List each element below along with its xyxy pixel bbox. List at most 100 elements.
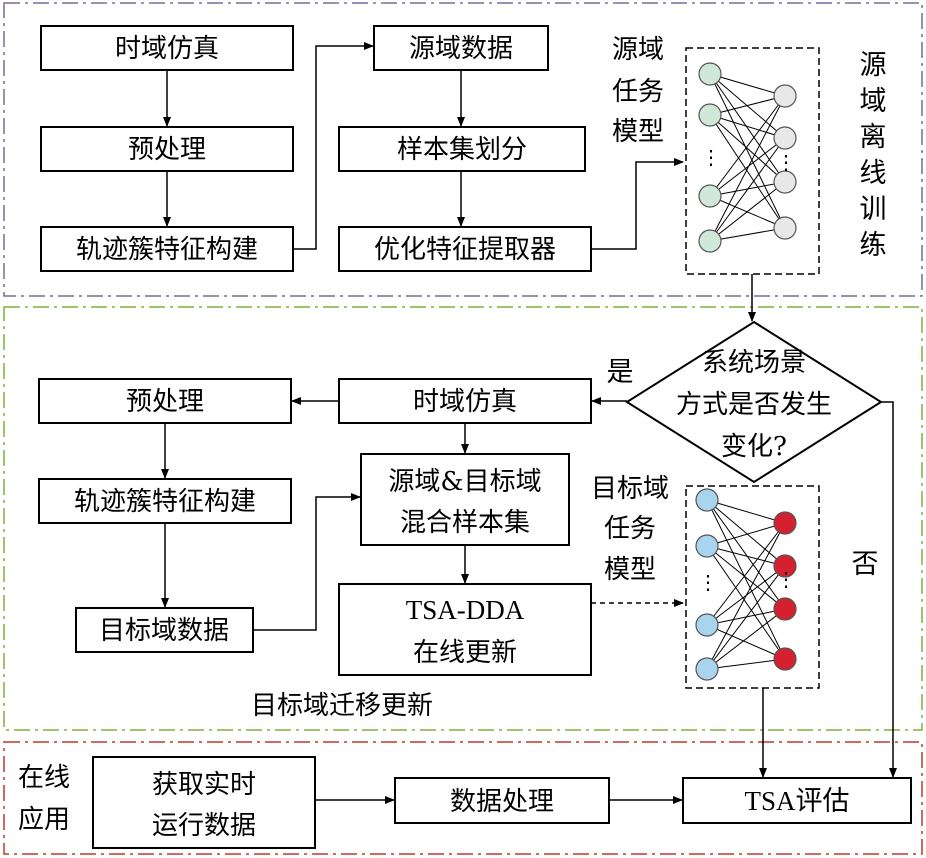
source-feat-text: 轨迹簇特征构建: [76, 235, 258, 265]
arrow-feat-to-srcdata: [293, 42, 374, 250]
source-net-edge: [709, 227, 786, 242]
target-net-output-node: [773, 597, 797, 621]
source-net-edge: [709, 137, 786, 197]
online-section-label-1: 在线: [18, 763, 70, 793]
target-net-edge: [706, 565, 786, 670]
source-model-label-3: 模型: [612, 117, 664, 147]
target-net-input-node: [695, 488, 719, 512]
source-section-label-2: 域: [860, 86, 887, 116]
data-process-text: 数据处理: [450, 787, 554, 817]
source-model-box: [685, 47, 820, 275]
source-section-label-5: 训: [860, 194, 887, 224]
source-data-box: [373, 25, 549, 71]
source-net-output-node: [773, 170, 797, 194]
target-net-edge: [706, 545, 786, 567]
target-model-box: [685, 485, 820, 689]
target-caption: 目标域迁移更新: [251, 691, 433, 721]
source-net-dots-out: ⋮: [776, 150, 796, 174]
decision-diamond: [625, 320, 883, 484]
source-net-edge: [709, 114, 786, 229]
tsa-dda-text-2: 在线更新: [413, 638, 517, 668]
sample-split-box: [338, 126, 586, 172]
source-model-label-1: 源域: [612, 35, 664, 65]
target-feat-box: [38, 478, 292, 524]
acquire-data-box: [92, 756, 316, 849]
source-net-edge: [709, 114, 786, 139]
arrow-tdata-to-mixed: [253, 493, 361, 631]
arrow-extract-to-model: [591, 158, 684, 250]
acquire-data-text-1: 获取实时: [152, 770, 256, 800]
source-net-edge: [709, 95, 786, 242]
data-process-box: [394, 777, 610, 824]
target-feat-text: 轨迹簇特征构建: [74, 487, 256, 517]
mixed-sample-text-1: 源域&目标域: [388, 467, 541, 497]
tsa-dda-box: [338, 583, 592, 676]
target-net-output-node: [773, 511, 797, 535]
target-net-edge: [706, 658, 786, 670]
mixed-sample-text-2: 混合样本集: [400, 508, 530, 538]
source-section-label-6: 练: [860, 230, 887, 260]
target-neural-network: [695, 488, 797, 681]
source-net-dots-in: ⋮: [701, 145, 721, 169]
tsa-eval-box: [682, 777, 912, 824]
target-model-label-3: 模型: [604, 555, 656, 585]
source-sim-box: [40, 25, 294, 71]
target-net-edge: [706, 499, 786, 524]
target-net-edge: [706, 624, 786, 660]
target-net-edge: [706, 499, 786, 567]
target-net-edge: [706, 522, 786, 626]
online-section-label-2: 应用: [18, 805, 70, 835]
target-sim-text: 时域仿真: [413, 387, 517, 417]
source-net-edge: [709, 137, 786, 242]
source-sim-text: 时域仿真: [115, 34, 219, 64]
source-pre-text: 预处理: [128, 135, 206, 165]
source-net-output-node: [773, 216, 797, 240]
target-model-label-1: 目标域: [591, 474, 669, 504]
source-net-input-node: [698, 184, 722, 208]
target-net-input-node: [695, 657, 719, 681]
target-section-border: [3, 306, 923, 731]
target-net-input-node: [695, 534, 719, 558]
source-net-edge: [709, 95, 786, 197]
source-data-text: 源域数据: [409, 34, 513, 64]
target-net-dots-out: ⋮: [776, 567, 796, 591]
source-net-edge: [709, 73, 786, 97]
source-net-input-node: [698, 62, 722, 86]
online-section-border: [3, 741, 923, 855]
source-net-output-node: [773, 84, 797, 108]
sample-split-text: 样本集划分: [397, 135, 527, 165]
target-net-edge: [706, 499, 786, 610]
target-net-edge: [706, 608, 786, 670]
source-net-edge: [709, 114, 786, 183]
source-section-border: [3, 2, 923, 297]
tsa-dda-text-1: TSA-DDA: [406, 595, 525, 625]
source-section-label-3: 离: [860, 122, 887, 152]
mixed-sample-box: [360, 453, 570, 546]
decision-text-2: 方式是否发生: [676, 390, 832, 420]
feature-extractor-box: [338, 226, 592, 272]
target-net-edge: [706, 545, 786, 610]
source-net-output-node: [773, 126, 797, 150]
source-section-label-4: 线: [860, 158, 887, 188]
target-net-output-node: [773, 554, 797, 578]
target-pre-box: [38, 378, 292, 424]
yes-label: 是: [607, 357, 634, 388]
source-net-edge: [709, 95, 786, 116]
source-model-label-2: 任务: [612, 77, 664, 107]
target-pre-text: 预处理: [126, 387, 204, 417]
source-net-input-node: [698, 229, 722, 253]
target-net-dots-in: ⋮: [698, 570, 718, 594]
target-net-edge: [706, 522, 786, 547]
target-sim-box: [338, 378, 592, 424]
decision-text-1: 系统场景: [702, 348, 806, 378]
source-net-edge: [709, 181, 786, 242]
target-net-edge: [706, 499, 786, 660]
source-net-input-node: [698, 103, 722, 127]
no-label: 否: [852, 549, 879, 580]
feature-extractor-text: 优化特征提取器: [374, 235, 556, 265]
acquire-data-text-2: 运行数据: [152, 811, 256, 841]
arrow-decision-no-to-eval: [881, 401, 897, 778]
target-net-edge: [706, 545, 786, 660]
target-net-input-node: [695, 613, 719, 637]
